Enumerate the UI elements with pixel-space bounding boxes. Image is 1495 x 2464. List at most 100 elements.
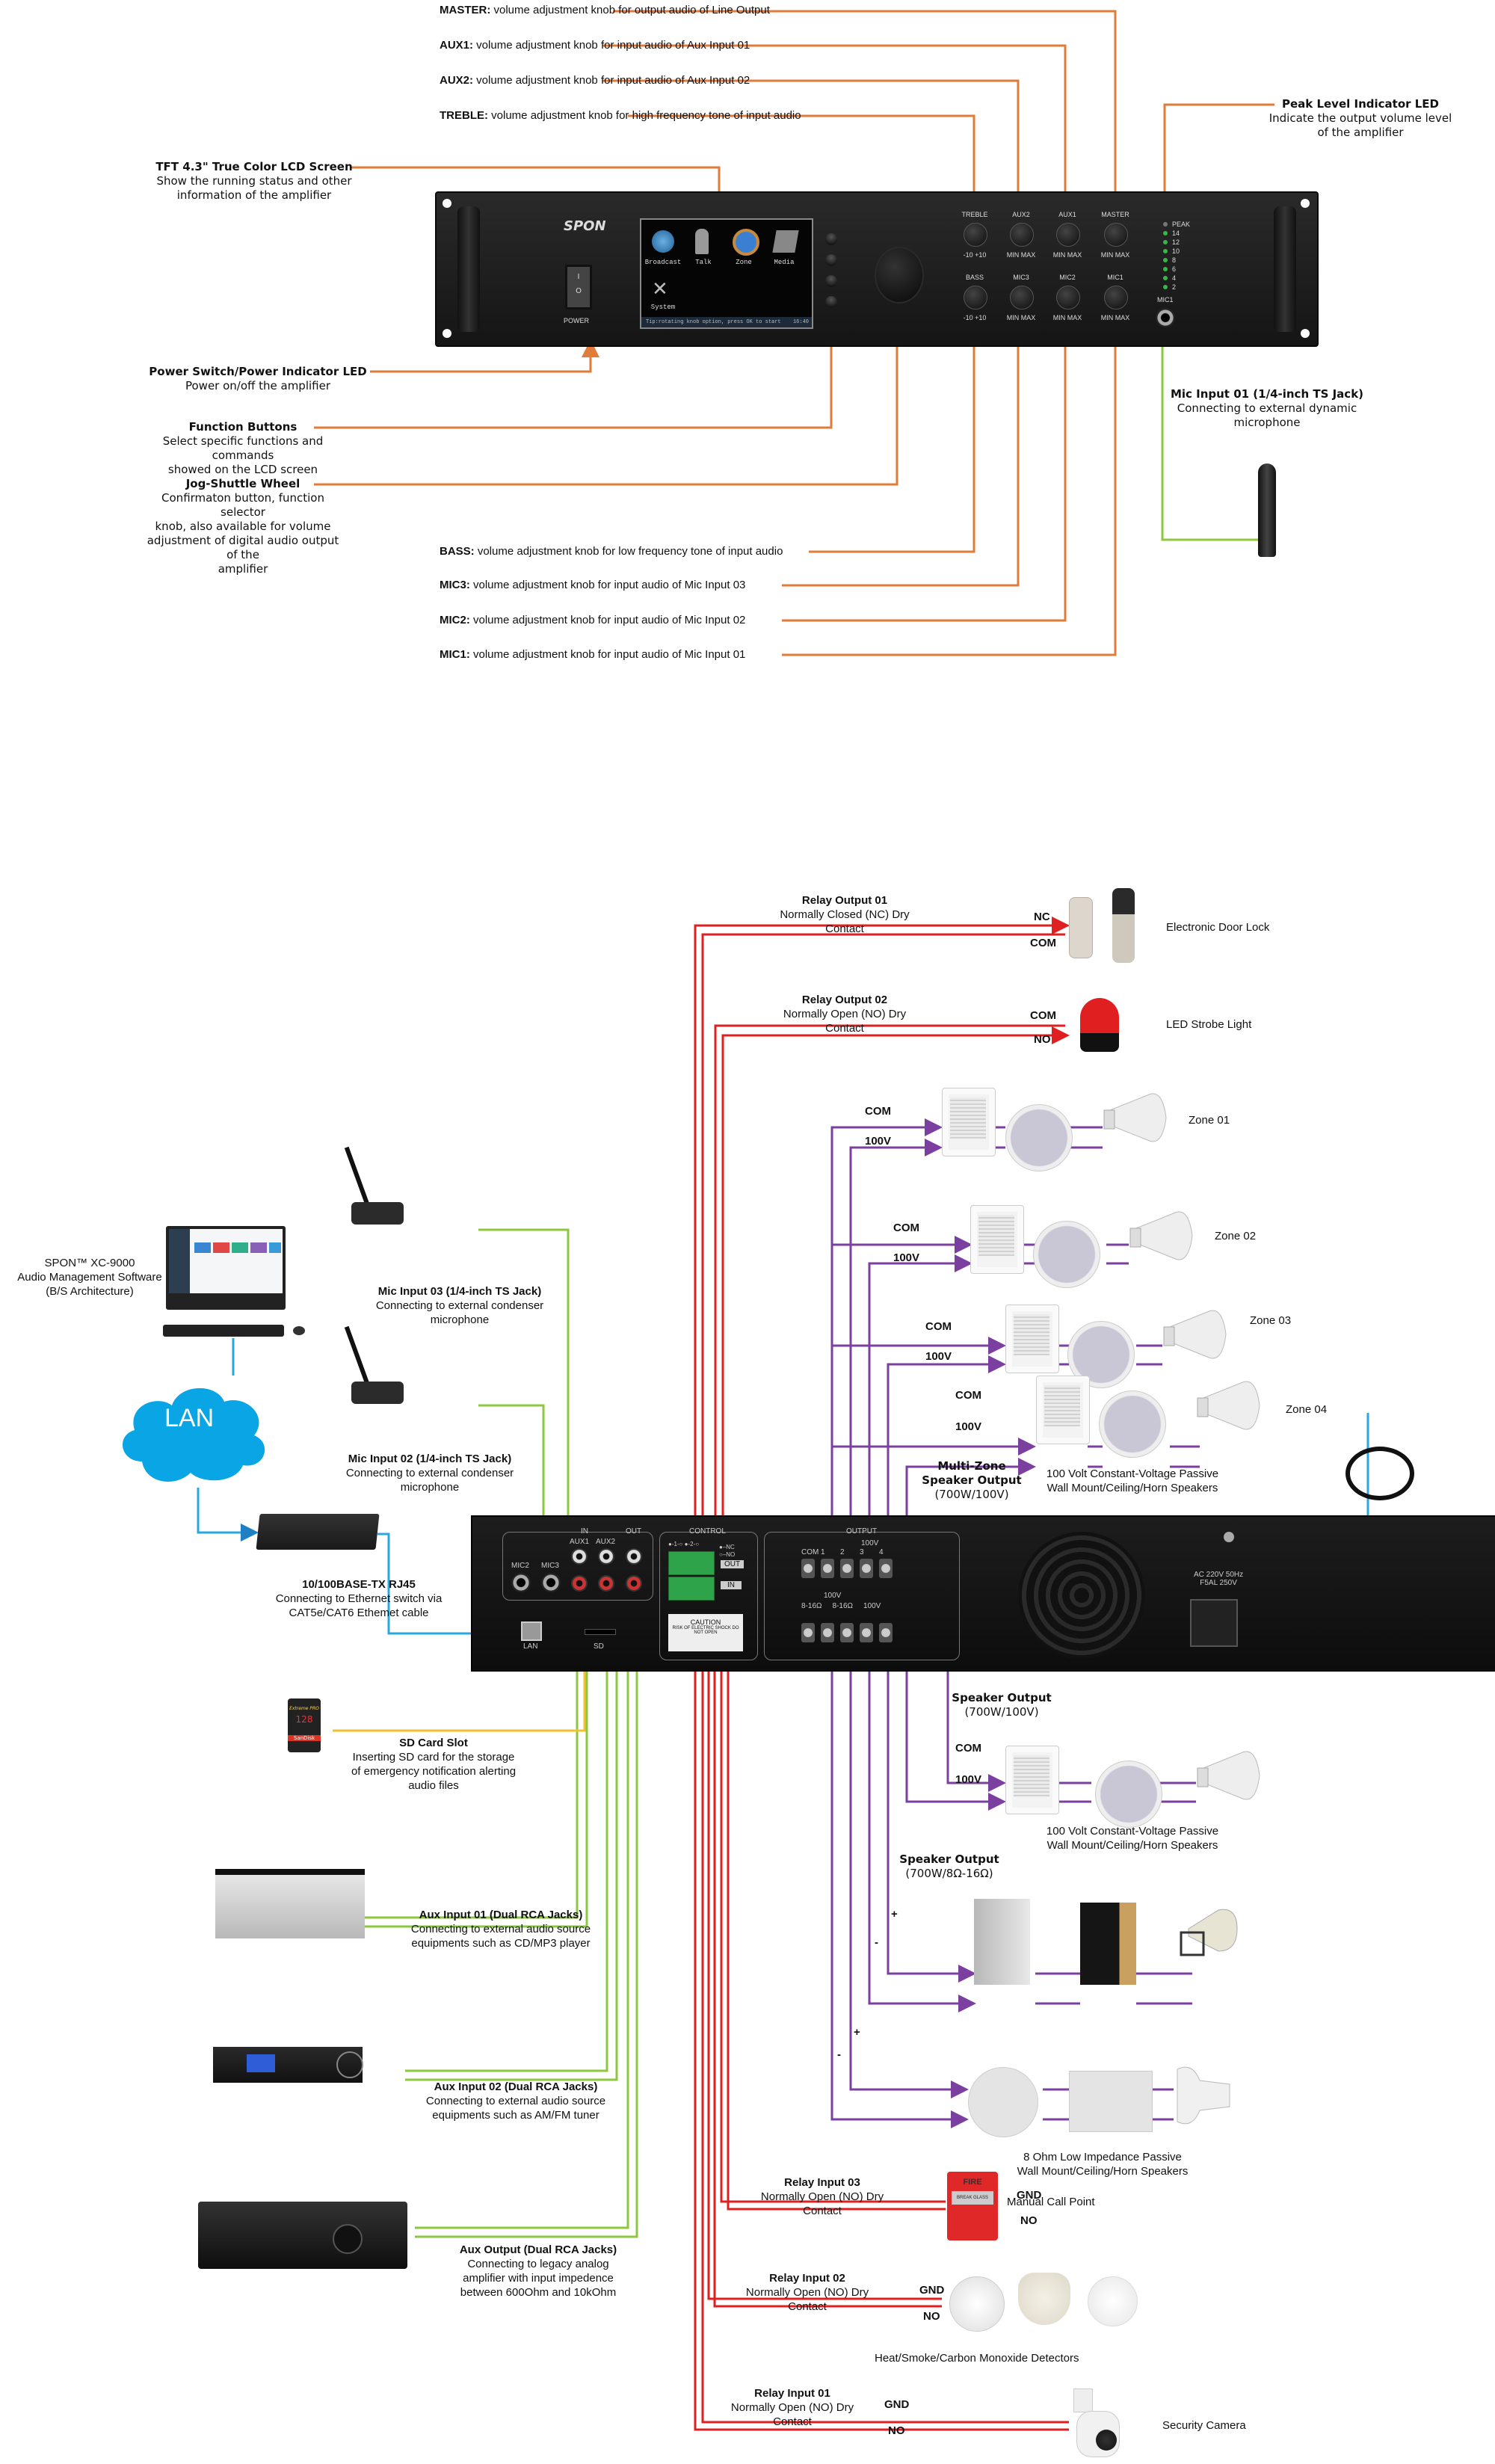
- terminal-screw[interactable]: [821, 1559, 834, 1578]
- knob-treble[interactable]: TREBLE-10 +10: [952, 211, 999, 259]
- multi-zone-speaker-output: Multi-Zone Speaker Output (700W/100V): [908, 1459, 1035, 1502]
- terminal-gnd: GND: [1017, 2189, 1042, 2202]
- term-label: 4: [879, 1548, 884, 1556]
- callout-text: volume adjustment knob for input audio o…: [469, 579, 746, 591]
- lan-port[interactable]: [521, 1621, 542, 1641]
- jack-label-aux2: AUX2: [596, 1538, 616, 1546]
- sd-card-slot[interactable]: [585, 1629, 616, 1635]
- callout-line-aux1: [602, 44, 1074, 218]
- led: [1163, 285, 1168, 289]
- terminal-screw[interactable]: [879, 1623, 893, 1642]
- callout-mic-input-01: Mic Input 01 (1/4-inch TS Jack) Connecti…: [1166, 387, 1368, 430]
- callout-aux1: AUX1: volume adjustment knob for input a…: [440, 39, 750, 52]
- sd-card-model: Extreme PRO: [289, 1706, 319, 1711]
- iec-power-inlet[interactable]: [1190, 1599, 1238, 1647]
- terminal-screw[interactable]: [801, 1559, 815, 1578]
- aux2-rca-right[interactable]: [598, 1575, 614, 1592]
- aux1-rca-right[interactable]: [571, 1575, 588, 1592]
- knob-dial[interactable]: [1104, 223, 1128, 247]
- knob-dial[interactable]: [964, 223, 987, 247]
- mic1-jack[interactable]: [1156, 308, 1175, 327]
- lan-port-label: LAN: [523, 1642, 538, 1651]
- function-button-2[interactable]: [825, 254, 837, 266]
- amplifier-front-panel: SPON I O POWER Broadcast Talk Zone Media…: [435, 191, 1319, 347]
- term-label: 3: [860, 1548, 864, 1556]
- relay-input-02: Relay Input 02 Normally Open (NO) Dry Co…: [725, 2271, 890, 2314]
- lcd-screen[interactable]: Broadcast Talk Zone Media System ✕ Tip:r…: [640, 218, 813, 329]
- ctrl-out-label: OUT: [721, 1560, 745, 1568]
- zone-100v: 100V: [865, 1135, 892, 1148]
- callout-line-mic2: [782, 317, 1074, 622]
- term-label: 2: [840, 1548, 845, 1556]
- lan-label: LAN: [164, 1404, 215, 1432]
- callout-line-bass: [809, 317, 983, 553]
- knob-dial[interactable]: [1104, 286, 1128, 309]
- aux1-rca-left[interactable]: [571, 1548, 588, 1565]
- knob-dial[interactable]: [964, 286, 987, 309]
- function-button-1[interactable]: [825, 233, 837, 245]
- caution-label: CAUTION RISK OF ELECTRIC SHOCK DO NOT OP…: [668, 1614, 743, 1651]
- zone-label: Zone 01: [1189, 1114, 1230, 1127]
- aux-out-rca-right[interactable]: [626, 1575, 642, 1592]
- terminal-screw[interactable]: [879, 1559, 893, 1578]
- callout-desc: adjustment of digital audio output of th…: [147, 534, 339, 561]
- power-switch[interactable]: I O: [565, 265, 592, 309]
- mic3-jack[interactable]: [541, 1573, 561, 1592]
- terminal-screw[interactable]: [860, 1559, 873, 1578]
- callout-text: volume adjustment knob for input audio o…: [473, 74, 750, 87]
- output-100v-label: 100V: [861, 1539, 879, 1547]
- function-button-4[interactable]: [825, 296, 837, 308]
- terminal-screw[interactable]: [801, 1623, 815, 1642]
- mic2-jack[interactable]: [511, 1573, 531, 1592]
- callout-line-aux2: [602, 79, 1027, 218]
- relay-desc: Normally Closed (NC) Dry Contact: [780, 908, 910, 935]
- speaker-desc: 8 Ohm Low Impedance Passive: [1023, 2151, 1182, 2163]
- aux-out-rca-left[interactable]: [626, 1548, 642, 1565]
- terminal-no: NO: [888, 2424, 905, 2437]
- terminal-screw[interactable]: [821, 1623, 834, 1642]
- function-button-3[interactable]: [825, 275, 837, 287]
- knob-dial[interactable]: [1056, 286, 1080, 309]
- terminal-screw[interactable]: [840, 1623, 854, 1642]
- knob-dial[interactable]: [1010, 223, 1034, 247]
- callout-mic3: MIC3: volume adjustment knob for input a…: [440, 579, 745, 592]
- callout-key: AUX1:: [440, 39, 474, 52]
- relay-output-terminal[interactable]: [668, 1551, 715, 1575]
- ceiling-speaker-8ohm: [968, 2067, 1038, 2137]
- callout-jog-wheel: Jog-Shuttle Wheel Confirmaton button, fu…: [146, 477, 340, 576]
- terminal-gnd: GND: [919, 2284, 945, 2297]
- term-label: COM: [801, 1548, 819, 1556]
- callout-key: BASS:: [440, 545, 475, 558]
- terminal-screw[interactable]: [860, 1623, 873, 1642]
- relay-input-terminal[interactable]: [668, 1577, 715, 1601]
- zone-com: COM: [955, 1742, 981, 1755]
- knob-min: MIN: [1100, 251, 1114, 259]
- callout-desc: equipments such as AM/FM tuner: [432, 2109, 599, 2122]
- knob-max: MAX: [1115, 251, 1130, 259]
- door-lock-keypad: [1069, 897, 1093, 958]
- tile: [232, 1242, 248, 1253]
- led: [1163, 240, 1168, 244]
- knob-dial[interactable]: [1056, 223, 1080, 247]
- callout-key: MIC1:: [440, 648, 470, 661]
- knob-dial[interactable]: [1010, 286, 1034, 309]
- aux2-rca-left[interactable]: [598, 1548, 614, 1565]
- power-on-glyph: I: [577, 273, 580, 281]
- zone-terminal-block: [801, 1559, 893, 1578]
- callout-text: volume adjustment knob for high frequenc…: [488, 109, 801, 122]
- knob-bass[interactable]: BASS-10 +10: [952, 274, 999, 321]
- callout-title: Aux Input 02 (Dual RCA Jacks): [434, 2080, 598, 2093]
- control-section: [659, 1532, 758, 1660]
- speaker8-desc: 8 Ohm Low Impedance Passive Wall Mount/C…: [1005, 2150, 1200, 2178]
- led-label: 4: [1172, 274, 1177, 282]
- sd-card: Extreme PRO 128 SanDisk: [288, 1698, 321, 1752]
- jog-shuttle-wheel[interactable]: [875, 247, 924, 304]
- terminal-screw[interactable]: [840, 1559, 854, 1578]
